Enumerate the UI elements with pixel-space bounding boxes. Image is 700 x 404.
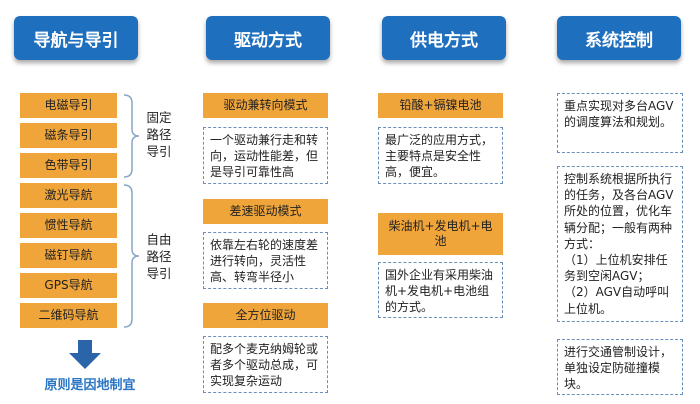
nav-item-laser: 激光导航 bbox=[20, 183, 117, 208]
control-scheduling-box: 重点实现对多台AGV的调度算法和规划。 bbox=[557, 93, 683, 153]
drive-mode-differential: 差速驱动模式 bbox=[203, 199, 328, 224]
fixed-path-brace bbox=[123, 94, 140, 178]
power-option-diesel: 柴油机+发电机+电池 bbox=[378, 213, 503, 255]
drive-mode-steering: 驱动兼转向模式 bbox=[203, 93, 328, 118]
control-allocation-box: 控制系统根据所执行的任务，及各台AGV所处的位置，优化车辆分配；一般有两种方式：… bbox=[557, 166, 683, 322]
nav-item-magnetic-nail: 磁钉导航 bbox=[20, 243, 117, 268]
down-arrow-icon bbox=[69, 340, 101, 369]
header-power: 供电方式 bbox=[382, 16, 506, 60]
header-control: 系统控制 bbox=[557, 16, 681, 60]
nav-item-gps: GPS导航 bbox=[20, 273, 117, 298]
fixed-path-label: 固定 路径 导引 bbox=[146, 110, 172, 159]
drive-mode-differential-desc: 依靠左右轮的速度差进行转向，灵活性高、转弯半径小 bbox=[203, 232, 328, 289]
free-path-label: 自由 路径 导引 bbox=[146, 232, 172, 281]
power-option-battery: 铅酸+镉镍电池 bbox=[378, 93, 503, 118]
power-option-battery-desc: 最广泛的应用方式，主要特点是安全性高，便宜。 bbox=[378, 127, 503, 184]
power-option-diesel-desc: 国外企业有采用柴油机+发电机+电池组的方式。 bbox=[378, 262, 503, 318]
header-navigation: 导航与导引 bbox=[14, 16, 138, 60]
control-traffic-box: 进行交通管制设计，单独设定防碰撞模块。 bbox=[557, 339, 683, 395]
principle-text: 原则是因地制宜 bbox=[44, 378, 136, 393]
drive-mode-omnidirectional: 全方位驱动 bbox=[203, 303, 328, 328]
nav-item-magnetic-strip: 磁条导引 bbox=[20, 123, 117, 148]
free-path-brace bbox=[123, 184, 140, 328]
drive-mode-steering-desc: 一个驱动兼行走和转向，运动性能差，但是导引可靠性高 bbox=[203, 127, 328, 184]
nav-item-color-band: 色带导引 bbox=[20, 153, 117, 178]
header-drive: 驱动方式 bbox=[206, 16, 330, 60]
nav-item-inertial: 惯性导航 bbox=[20, 213, 117, 238]
nav-item-qr-code: 二维码导航 bbox=[20, 303, 117, 328]
nav-item-electromagnetic: 电磁导引 bbox=[20, 93, 117, 118]
drive-mode-omnidirectional-desc: 配多个麦克纳姆轮或者多个驱动总成，可实现复杂运动 bbox=[203, 336, 328, 393]
